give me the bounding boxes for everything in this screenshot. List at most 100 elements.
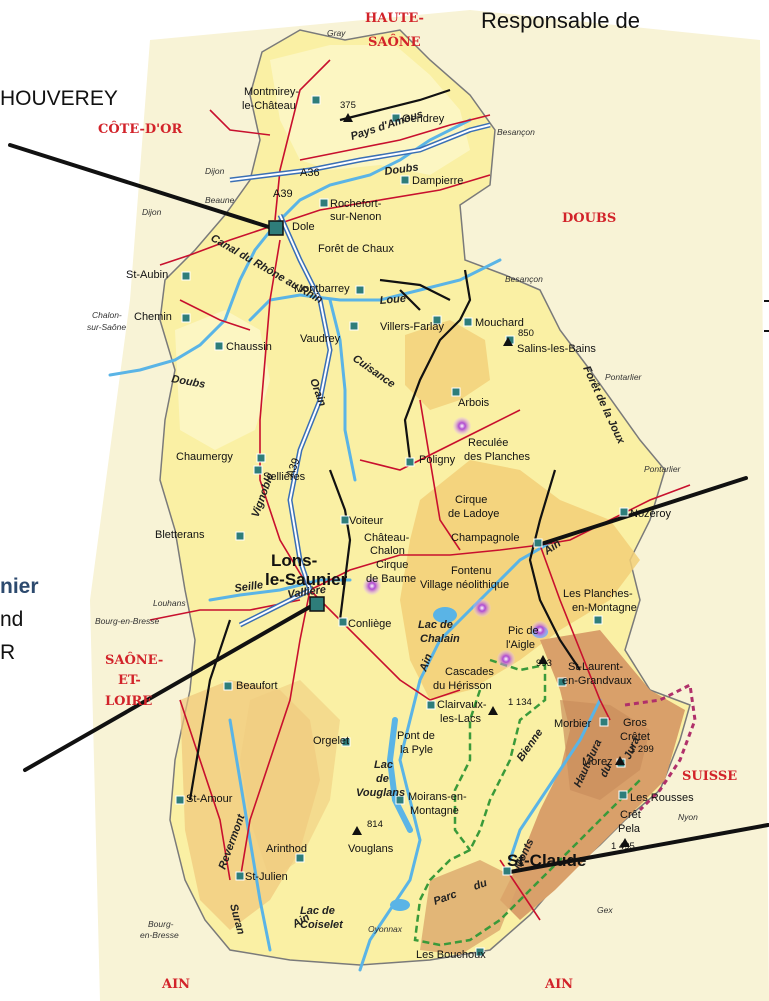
summit-icon [620, 838, 630, 847]
tourist-site-marker [497, 650, 515, 668]
map-label-dijon1: Dijon [205, 166, 225, 176]
town-marker-stamour [175, 795, 185, 805]
town-marker-poligny [405, 457, 415, 467]
town-marker-chaussin [214, 341, 224, 351]
summit-icon [615, 756, 625, 765]
relief-area [240, 680, 340, 880]
slide-city-fragment: nier [0, 575, 39, 598]
town-marker-rochefort1 [319, 198, 329, 208]
map-label-conliege: Conliège [348, 618, 391, 630]
road [419, 399, 461, 551]
town-marker-stclaude [502, 866, 512, 876]
map-label-lons2: le-Saunier [265, 570, 348, 589]
annotation-line-lons [23, 602, 317, 772]
summit-icon [343, 113, 353, 122]
map-label-pyle2: la Pyle [400, 744, 433, 756]
map-label-chalain2: Chalain [420, 633, 460, 645]
summit-icon [352, 826, 362, 835]
scarps [188, 88, 581, 801]
high-relief-area [560, 700, 650, 800]
slide-line3-fragment: R [0, 641, 16, 664]
map-label-saone-1: SAÔNE- [105, 651, 163, 668]
road [299, 114, 491, 161]
map-label-louhans: Louhans [153, 598, 186, 608]
town-marker-major-lons [309, 596, 325, 612]
map-label-bletterans: Bletterans [155, 529, 205, 541]
map-label-e1299: 1 299 [630, 744, 654, 755]
map-label-doubs1: Doubs [384, 161, 420, 178]
town-marker-arinthod [295, 853, 305, 863]
road [309, 544, 541, 591]
map-label-vaudrey: Vaudrey [300, 333, 341, 345]
map-label-haute-saone-2: SAÔNE [368, 33, 421, 50]
map-label-mouchard: Mouchard [475, 317, 524, 329]
map-label-vouglans-town: Vouglans [348, 843, 394, 855]
lake-coiselet [390, 899, 410, 911]
town-marker-chemin [181, 313, 191, 323]
map-label-moirans2: Montagne [410, 805, 459, 817]
map-label-a39: A39 [273, 188, 293, 200]
map-label-saone-3: LOIRE [105, 694, 152, 709]
map-label-baume1: Cirque [376, 559, 408, 571]
map-label-cote-dor: CÔTE-D'OR [98, 120, 182, 137]
map-label-chaussin: Chaussin [226, 341, 272, 353]
map-label-e814: 814 [367, 819, 383, 830]
map-label-chalon2: sur-Saône [87, 322, 126, 332]
map-label-beaune: Beaune [205, 195, 235, 205]
map-label-ain-left: AIN [161, 977, 190, 992]
town-marker-sellieres [253, 465, 263, 475]
map-label-planches1: Les Planches- [563, 588, 633, 600]
map-label-e375: 375 [340, 100, 356, 111]
road [274, 59, 331, 221]
road [179, 299, 251, 331]
summit-icon [503, 337, 513, 346]
map-label-clairvaux2: les-Lacs [440, 713, 481, 725]
road [209, 109, 271, 136]
town-marker-arbois [451, 387, 461, 397]
town-marker-staubin [181, 271, 191, 281]
annotation-line-champagnole [536, 476, 748, 547]
slide-bullet-dash [764, 330, 769, 332]
map-label-dampierre: Dampierre [412, 175, 463, 187]
map-label-lons1: Lons- [271, 551, 317, 570]
map-label-rochefort2: sur-Nenon [330, 211, 381, 223]
relief-area [400, 460, 640, 700]
town-marker-moirans1 [395, 795, 405, 805]
town-marker-montbarrey [355, 285, 365, 295]
map-label-rousses: Les Rousses [630, 792, 694, 804]
map-label-nyon: Nyon [678, 812, 698, 822]
town-marker-montmirey2 [311, 95, 321, 105]
map-label-besancon1: Besançon [497, 127, 535, 137]
river-doubs [108, 118, 472, 377]
river-orain [328, 298, 357, 482]
map-label-ain-right: AIN [544, 977, 573, 992]
relief-area [405, 320, 490, 410]
map-label-suisse: SUISSE [682, 769, 737, 784]
annotation-line-stclaude [508, 823, 769, 874]
map-label-chemin: Chemin [134, 311, 172, 323]
map-label-fontenu1: Fontenu [451, 565, 491, 577]
map-label-champagnole: Champagnole [451, 532, 520, 544]
road [259, 239, 311, 591]
map-label-morez: Morez [582, 756, 613, 768]
map-label-bourg1: Bourg-en-Bresse [95, 616, 160, 626]
map-label-saone-2: ET- [118, 673, 141, 688]
map-label-voiteur: Voiteur [349, 515, 384, 527]
road [179, 699, 231, 881]
map-label-oyonnax: Oyonnax [368, 924, 403, 934]
town-marker-major-dole [268, 220, 284, 236]
map-label-staubin: St-Aubin [126, 269, 168, 281]
town-marker-villers [432, 315, 442, 325]
map-label-orgelet: Orgelet [313, 735, 349, 747]
map-label-coiselet1: Lac de [300, 905, 335, 917]
town-marker-bletterans [235, 531, 245, 541]
town-marker-vaudrey [349, 321, 359, 331]
tourist-site-marker [363, 577, 381, 595]
plain-area [270, 45, 470, 175]
map-label-pela2: Pela [618, 823, 641, 835]
map-label-chalon2: Chalon [370, 545, 405, 557]
town-marker-rousses [618, 790, 628, 800]
town-marker-planches2 [593, 615, 603, 625]
swiss-border [624, 682, 697, 812]
